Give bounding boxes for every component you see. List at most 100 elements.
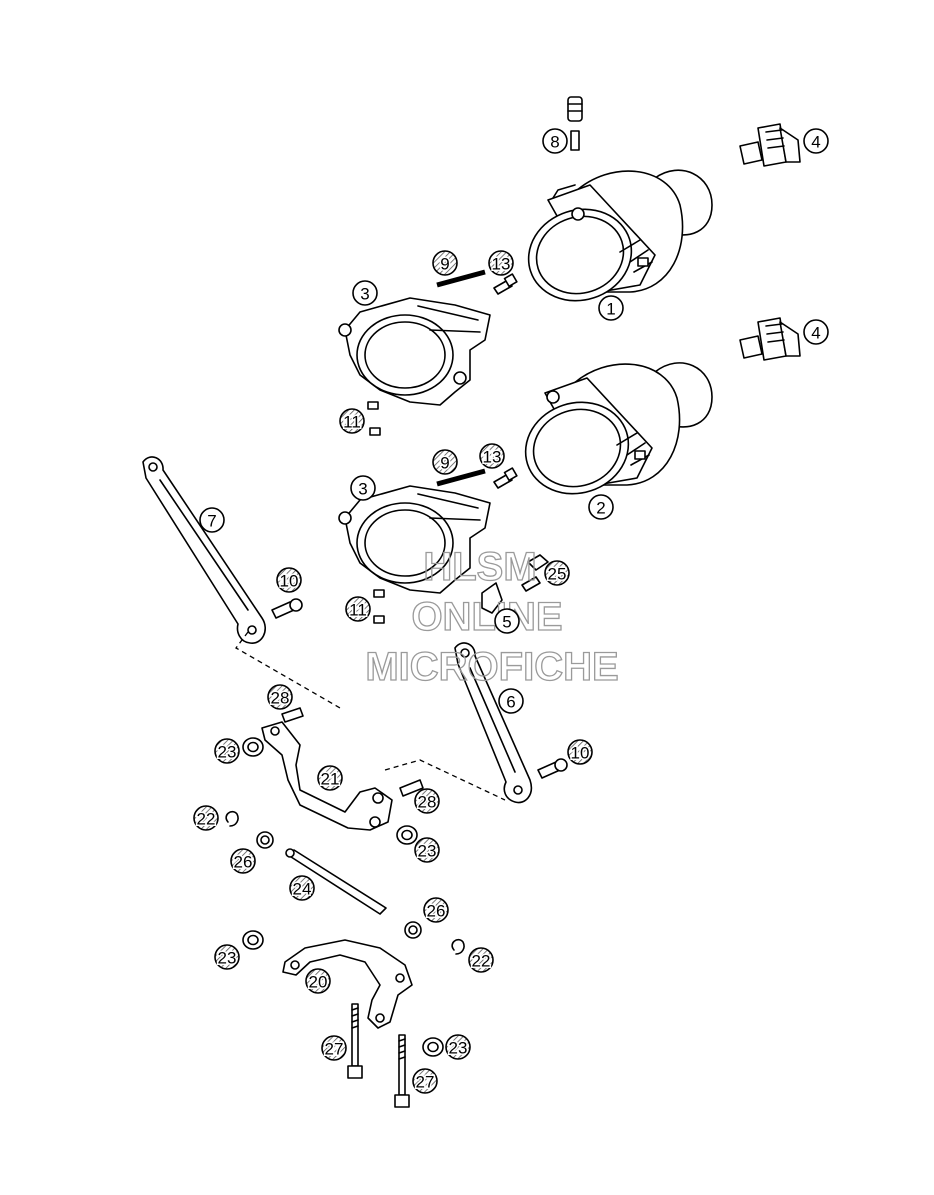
callout-label: 11 — [343, 413, 361, 432]
mounting-ring-upper — [338, 297, 491, 406]
callout-6: 6 — [498, 688, 524, 714]
watermark: HLSM ONLINE MICROFICHE — [365, 544, 620, 689]
callout-label: 8 — [550, 133, 559, 152]
callout-circle — [423, 897, 449, 923]
callout-circle — [345, 596, 371, 622]
callout-circle — [803, 319, 829, 345]
callout-27: 27 — [321, 1035, 347, 1061]
callout-circle — [598, 295, 624, 321]
callout-circle — [498, 688, 524, 714]
callout-26: 26 — [230, 848, 256, 874]
callout-25: 25 — [544, 560, 570, 586]
callout-label: 13 — [483, 448, 502, 467]
callout-28: 28 — [267, 684, 293, 710]
callout-label: 26 — [234, 853, 253, 872]
callout-23: 23 — [445, 1034, 471, 1060]
headlight-unit-lower — [524, 362, 713, 495]
small-bracket-5 — [481, 554, 549, 614]
screws-11-lower — [373, 589, 385, 624]
callout-5: 5 — [494, 608, 520, 634]
callout-label: 10 — [571, 744, 590, 763]
callout-circle — [317, 765, 343, 791]
callout-1: 1 — [598, 295, 624, 321]
callout-circle — [432, 250, 458, 276]
callout-23: 23 — [414, 837, 440, 863]
callout-3: 3 — [350, 475, 376, 501]
callout-22: 22 — [193, 805, 219, 831]
callout-7: 7 — [199, 507, 225, 533]
callout-11: 11 — [339, 408, 365, 434]
callout-circle — [350, 475, 376, 501]
callout-label: 28 — [271, 689, 290, 708]
callout-11: 11 — [345, 596, 371, 622]
callout-circle — [412, 1068, 438, 1094]
callout-circle — [542, 128, 568, 154]
screw-13-lower — [493, 467, 518, 489]
callout-23: 23 — [214, 738, 240, 764]
callout-circle — [479, 443, 505, 469]
callout-26: 26 — [423, 897, 449, 923]
callout-2: 2 — [588, 494, 614, 520]
callout-circle — [567, 739, 593, 765]
callout-label: 27 — [416, 1073, 435, 1092]
callout-circle — [199, 507, 225, 533]
callout-23: 23 — [214, 944, 240, 970]
callout-label: 4 — [811, 133, 820, 152]
bulb-lower — [739, 317, 801, 361]
callout-circle — [214, 944, 240, 970]
bracket-20 — [282, 939, 413, 1029]
callout-label: 23 — [449, 1039, 468, 1058]
callout-label: 7 — [207, 512, 216, 531]
callout-circle — [803, 128, 829, 154]
callout-label: 24 — [293, 880, 312, 899]
callout-label: 10 — [280, 572, 299, 591]
callout-circle — [432, 449, 458, 475]
adjuster-spring-lower — [436, 468, 486, 487]
callout-circle — [445, 1034, 471, 1060]
watermark-line-2: ONLINE — [411, 595, 562, 639]
stay-bar-6 — [454, 642, 533, 804]
callout-circle — [544, 560, 570, 586]
mounting-ring-lower — [338, 485, 491, 594]
callout-circle — [230, 848, 256, 874]
callout-4: 4 — [803, 128, 829, 154]
callout-label: 2 — [596, 499, 605, 518]
callout-label: 25 — [548, 565, 567, 584]
callout-label: 20 — [309, 973, 328, 992]
callout-label: 21 — [321, 770, 340, 789]
callout-circle — [488, 250, 514, 276]
callout-circle — [414, 837, 440, 863]
callout-27: 27 — [412, 1068, 438, 1094]
callout-circle — [289, 875, 315, 901]
callout-24: 24 — [289, 875, 315, 901]
callout-circle — [305, 968, 331, 994]
callout-label: 9 — [440, 255, 449, 274]
callout-label: 28 — [418, 793, 437, 812]
bulb-upper — [739, 123, 801, 167]
bolt-10-right — [537, 758, 568, 779]
callout-circle — [352, 280, 378, 306]
callout-label: 9 — [440, 454, 449, 473]
callout-label: 11 — [349, 601, 367, 620]
callout-20: 20 — [305, 968, 331, 994]
callout-circle — [494, 608, 520, 634]
callout-22: 22 — [468, 947, 494, 973]
callout-label: 26 — [427, 902, 446, 921]
callout-circle — [414, 788, 440, 814]
washers-26 — [256, 831, 422, 939]
stay-bar-7 — [142, 456, 266, 644]
callout-9: 9 — [432, 449, 458, 475]
callout-label: 3 — [360, 285, 369, 304]
callout-circle — [214, 738, 240, 764]
callout-label: 27 — [325, 1040, 344, 1059]
callout-3: 3 — [352, 280, 378, 306]
callout-circle — [276, 567, 302, 593]
callout-label: 23 — [218, 743, 237, 762]
callout-10: 10 — [276, 567, 302, 593]
bushings-23 — [242, 737, 444, 1057]
shaft-24 — [285, 848, 387, 915]
callout-label: 5 — [502, 613, 511, 632]
bolts-27 — [347, 1003, 410, 1108]
callout-label: 3 — [358, 480, 367, 499]
